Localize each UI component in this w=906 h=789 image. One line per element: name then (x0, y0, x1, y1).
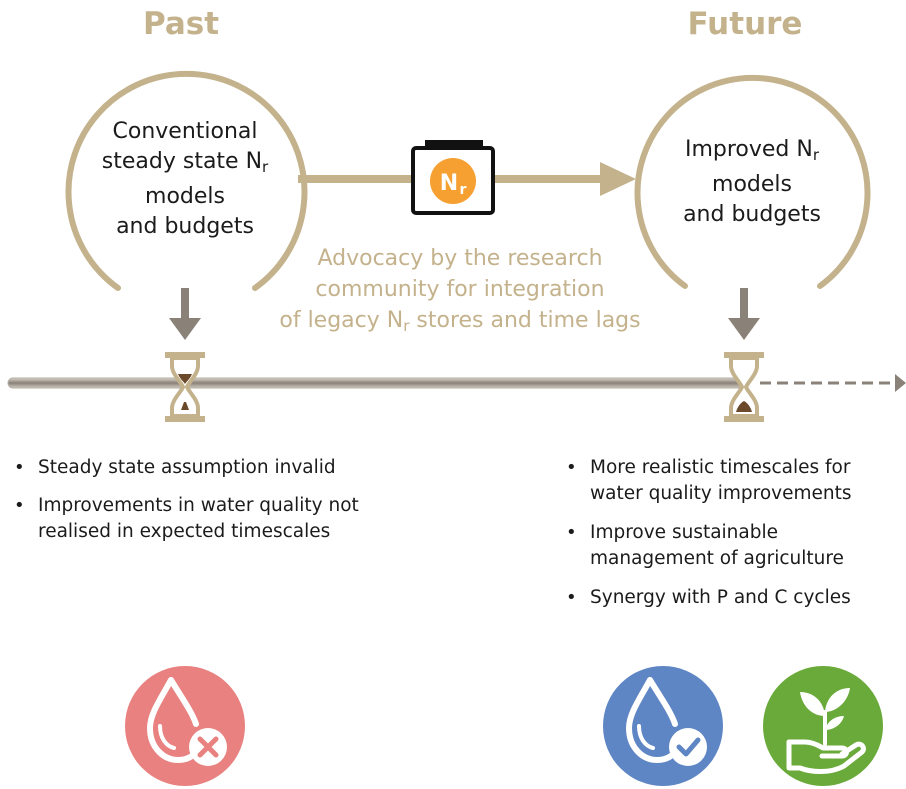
past-heading: Past (142, 6, 220, 42)
past-circle-line: Conventional (112, 119, 258, 144)
past-circle-text: Conventional steady state Nr models and … (80, 117, 290, 242)
hourglass-icon (724, 352, 764, 422)
past-bullet-item: Steady state assumption invalid (10, 455, 430, 481)
future-heading: Future (687, 6, 803, 42)
past-bullet-item: Improvements in water quality not realis… (10, 493, 430, 545)
future-circle (634, 74, 871, 289)
svg-text:N: N (440, 171, 458, 196)
plant-in-hand-icon (763, 666, 883, 786)
svg-text:r: r (460, 182, 467, 198)
future-circle-text: Improved Nr models and budgets (652, 135, 852, 230)
past-circle-line: steady state Nr (101, 149, 269, 176)
timeline (7, 374, 906, 392)
hourglass-icon (165, 352, 205, 422)
advocacy-line: of legacy Nr stores and time lags (279, 308, 641, 335)
future-circle-line: models (712, 172, 792, 197)
future-down-arrow (728, 288, 760, 340)
past-circle (65, 70, 308, 291)
past-bullet-list: Steady state assumption invalid Improvem… (10, 455, 430, 557)
future-circle-line: and budgets (683, 202, 821, 227)
past-circle-line: models (145, 184, 225, 209)
past-down-arrow (169, 288, 201, 340)
nr-box: N r (411, 140, 495, 215)
advocacy-text: Advocacy by the research community for i… (235, 243, 685, 342)
future-bullet-list: More realistic timescales for water qual… (562, 455, 902, 624)
timeline-arrowhead (895, 374, 906, 392)
future-circle-line: Improved Nr (684, 137, 820, 164)
future-bullet-item: Improve sustainable management of agricu… (562, 520, 902, 572)
water-drop-check-icon (603, 666, 723, 786)
advocacy-line: Advocacy by the research (317, 246, 603, 271)
water-drop-x-icon (125, 666, 245, 786)
future-bullet-item: Synergy with P and C cycles (562, 585, 902, 611)
past-circle-line: and budgets (116, 214, 254, 239)
advocacy-line: community for integration (315, 277, 605, 302)
future-bullet-item: More realistic timescales for water qual… (562, 455, 902, 507)
